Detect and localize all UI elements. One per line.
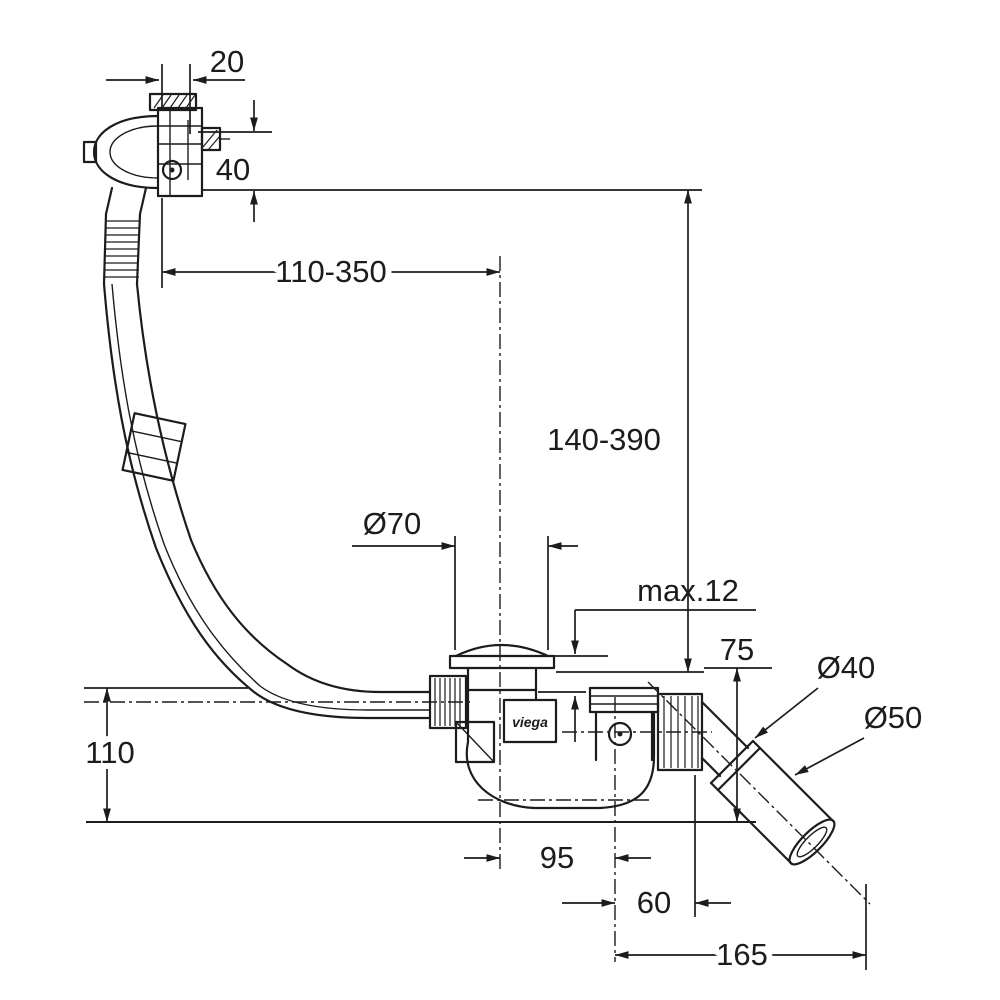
dimension-75: 75	[704, 632, 772, 822]
center-lines	[84, 256, 871, 962]
elbow-screw-circle	[607, 721, 633, 747]
pipe-end-face	[788, 818, 836, 866]
elbow-screw-dot	[617, 731, 623, 737]
leader-arrow	[754, 687, 819, 739]
overflow-body-lines	[158, 108, 202, 196]
angled-outlet-pipe	[700, 700, 836, 866]
cable-clamp-hatch	[202, 129, 221, 151]
leader-arrow	[794, 737, 865, 776]
pivot-center-dot	[169, 167, 175, 173]
dim-label-dia-50: Ø50	[864, 700, 923, 735]
waste-body-neck	[466, 666, 538, 744]
sleeve-joint-rings	[709, 739, 762, 792]
dimension-max-12: max.12	[538, 573, 756, 742]
bellows-ribs	[105, 220, 139, 278]
overflow-dome-inner	[109, 125, 159, 179]
waste-assembly: viega	[428, 643, 656, 810]
dim-label-110-350: 110-350	[275, 254, 386, 289]
waste-coupling-outline	[428, 674, 468, 730]
hose-inner-wall	[135, 282, 432, 694]
dimension-dia-50: Ø50	[794, 700, 923, 776]
dim-label-140-390: 140-390	[547, 422, 661, 457]
inner-pipe-walls	[700, 700, 750, 778]
cable-mechanism-box	[454, 720, 496, 764]
hose-outer-wall	[102, 282, 432, 720]
dim-label-75: 75	[720, 632, 754, 667]
elbow-nut-thread	[663, 696, 699, 768]
dimension-dia-40: Ø40	[754, 650, 876, 739]
elbow-collar	[588, 686, 660, 714]
outer-pipe-walls	[709, 739, 835, 865]
waste-coupling-nut	[428, 674, 468, 730]
overflow-funnel	[104, 186, 148, 216]
dimension-110-350: 110-350	[161, 198, 500, 295]
waste-coupling-thread	[434, 678, 461, 726]
rotary-knob-hatch	[153, 94, 196, 109]
elbow-collar-ribs	[590, 695, 658, 705]
hose-coupling	[121, 412, 187, 482]
centerline-outlet-diagonal	[647, 681, 871, 905]
elbow-nut-outline	[656, 692, 704, 772]
dimension-95: 95	[464, 834, 651, 881]
dim-label-dia-40: Ø40	[817, 650, 876, 685]
dim-label-95: 95	[540, 840, 574, 875]
rotary-knob	[148, 92, 198, 112]
dim-label-dia-70: Ø70	[363, 506, 422, 541]
viega-logo: viega	[502, 698, 558, 744]
dimension-20: 20	[106, 44, 245, 134]
dimension-140-390: 140-390	[541, 190, 704, 673]
overflow-dome-outer	[92, 114, 160, 190]
cable-mechanism-diagonal	[455, 721, 495, 763]
overflow-filler-unit	[82, 92, 230, 286]
elbow-union-nut	[656, 692, 704, 772]
hose-coupling-lines	[126, 430, 182, 464]
dimension-60: 60	[562, 775, 731, 926]
dimension-165: 165	[615, 884, 867, 978]
dimension-110: 110	[79, 687, 248, 822]
elbow-body	[594, 710, 654, 762]
hose-mid-wall	[111, 283, 430, 711]
hose-coupling-body	[121, 412, 187, 482]
dim-label-max-12: max.12	[637, 573, 739, 608]
overflow-body	[156, 106, 204, 198]
pipe-end-opening	[796, 826, 828, 858]
overflow-left-nub	[82, 140, 98, 164]
waste-flange	[448, 643, 556, 670]
logo-box	[502, 698, 558, 744]
dim-label-20: 20	[210, 44, 244, 79]
waste-body: viega	[454, 666, 558, 764]
dim-label-60: 60	[637, 885, 671, 920]
waste-dome-cap	[454, 643, 550, 658]
dim-label-110: 110	[85, 735, 134, 770]
pivot-circle	[161, 159, 183, 181]
dim-label-165: 165	[716, 937, 768, 972]
logo-text: viega	[512, 714, 548, 730]
flexible-hose	[102, 282, 432, 720]
outlet-elbow	[588, 686, 704, 772]
trap-bowl	[465, 710, 656, 810]
dimension-40: 40	[198, 100, 702, 222]
dimension-dia-70: Ø70	[352, 506, 578, 650]
waste-flange-lip	[448, 654, 556, 670]
dim-label-40: 40	[216, 152, 250, 187]
